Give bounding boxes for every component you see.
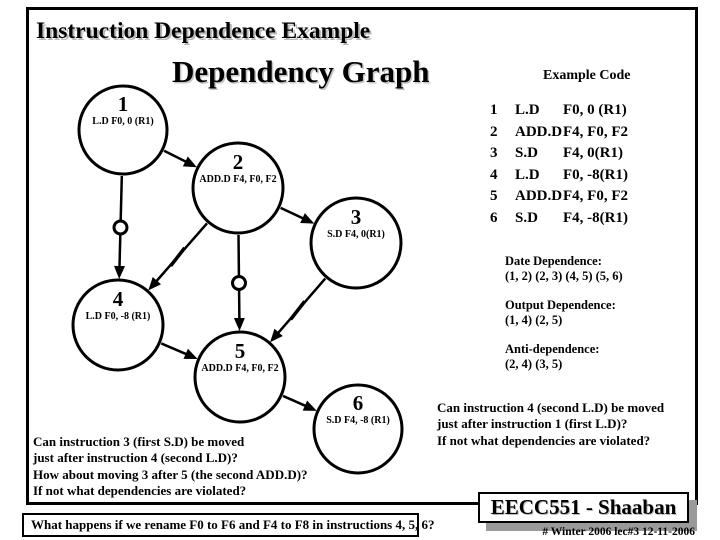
question-line: Can instruction 3 (first S.D) be moved — [33, 434, 245, 449]
node-instruction: L.D F0, -8 (R1) — [85, 311, 151, 322]
footer-date-line: # Winter 2006 lec#3 12-11-2006 — [542, 526, 695, 538]
code-operands: F4, 0(R1) — [563, 145, 623, 161]
graph-node-5: 5 ADD.D F4, F0, F2 — [180, 340, 300, 375]
code-operands: F0, -8(R1) — [563, 166, 628, 183]
example-code-table: 1 L.D F0, 0 (R1) 2 ADD.D F4, F0, F2 3 S.… — [490, 100, 628, 229]
slide-border-frame — [26, 7, 698, 505]
footer-course-label: EECC551 - Shaaban — [490, 495, 677, 519]
code-line-number: 3 — [490, 145, 498, 161]
code-row: 5 ADD.D F4, F0, F2 — [490, 186, 628, 208]
node-number: 1 — [117, 92, 129, 116]
question-line: Can instruction 4 (second L.D) be moved — [437, 400, 665, 415]
code-row: 6 S.D F4, -8(R1) — [490, 208, 628, 230]
dependence-heading: Date Dependence: — [505, 254, 602, 268]
node-number: 4 — [112, 287, 124, 311]
code-line-number: 1 — [490, 102, 498, 118]
question-line: just after instruction 4 (second L.D)? — [33, 450, 238, 466]
node-instruction: S.D F4, 0(R1) — [327, 229, 385, 240]
graph-node-4: 4 L.D F0, -8 (R1) — [58, 288, 178, 323]
dependence-heading: Anti-dependence: — [505, 342, 600, 356]
question-block-left: Can instruction 3 (first S.D) be moved j… — [33, 434, 308, 499]
dependence-pairs: (2, 4) (3, 5) — [505, 357, 563, 371]
code-operands: F0, 0 (R1) — [563, 102, 627, 118]
question-line: just after instruction 1 (first L.D)? — [437, 416, 628, 432]
output-dependence-section: Output Dependence: (1, 4) (2, 5) — [505, 298, 705, 328]
slide-title: Instruction Dependence Example — [36, 18, 371, 44]
graph-node-6: 6 S.D F4, -8 (R1) — [298, 392, 418, 427]
code-operands: F4, -8(R1) — [563, 209, 628, 226]
footer-course-box: EECC551 - Shaaban — [478, 492, 689, 523]
date-dependence-section: Date Dependence: (1, 2) (2, 3) (4, 5) (5… — [505, 254, 705, 284]
code-line-number: 2 — [490, 123, 498, 140]
code-opcode: ADD.D — [515, 188, 563, 204]
question-line: If not what dependencies are violated? — [33, 482, 247, 498]
example-code-heading: Example Code — [543, 68, 631, 83]
code-line-number: 4 — [490, 166, 498, 183]
rename-question-box: What happens if we rename F0 to F6 and F… — [22, 513, 435, 537]
node-number: 5 — [234, 339, 246, 363]
question-line: If not what dependencies are violated? — [437, 432, 651, 448]
dependence-pairs: (1, 2) (2, 3) (4, 5) (5, 6) — [505, 269, 623, 283]
dependence-heading: Output Dependence: — [505, 298, 616, 312]
node-number: 6 — [352, 391, 364, 415]
code-opcode: L.D — [515, 102, 540, 118]
code-opcode: ADD.D — [515, 123, 563, 140]
node-number: 3 — [350, 205, 362, 229]
code-row: 2 ADD.D F4, F0, F2 — [490, 122, 628, 144]
graph-title: Dependency Graph — [172, 54, 430, 89]
graph-node-1: 1 L.D F0, 0 (R1) — [63, 93, 183, 128]
code-operands: F4, F0, F2 — [563, 188, 628, 204]
code-row: 1 L.D F0, 0 (R1) — [490, 100, 628, 122]
code-row: 3 S.D F4, 0(R1) — [490, 143, 628, 165]
code-line-number: 6 — [490, 209, 498, 226]
code-opcode: L.D — [515, 166, 540, 183]
question-line: How about moving 3 after 5 (the second A… — [33, 466, 308, 482]
code-operands: F4, F0, F2 — [563, 123, 628, 140]
node-instruction: S.D F4, -8 (R1) — [326, 415, 390, 426]
node-number: 2 — [232, 150, 244, 174]
code-opcode: S.D — [515, 145, 538, 161]
node-instruction: ADD.D F4, F0, F2 — [201, 363, 279, 374]
node-instruction: ADD.D F4, F0, F2 — [199, 174, 277, 185]
dependence-pairs: (1, 4) (2, 5) — [505, 313, 563, 327]
graph-node-2: 2 ADD.D F4, F0, F2 — [178, 151, 298, 186]
node-instruction: L.D F0, 0 (R1) — [92, 116, 154, 127]
rename-question-text: What happens if we rename F0 to F6 and F… — [31, 517, 435, 532]
code-row: 4 L.D F0, -8(R1) — [490, 165, 628, 187]
graph-node-3: 3 S.D F4, 0(R1) — [296, 206, 416, 241]
code-line-number: 5 — [490, 188, 498, 204]
code-opcode: S.D — [515, 209, 538, 226]
question-block-right: Can instruction 4 (second L.D) be moved … — [437, 400, 664, 449]
anti-dependence-section: Anti-dependence: (2, 4) (3, 5) — [505, 342, 705, 372]
